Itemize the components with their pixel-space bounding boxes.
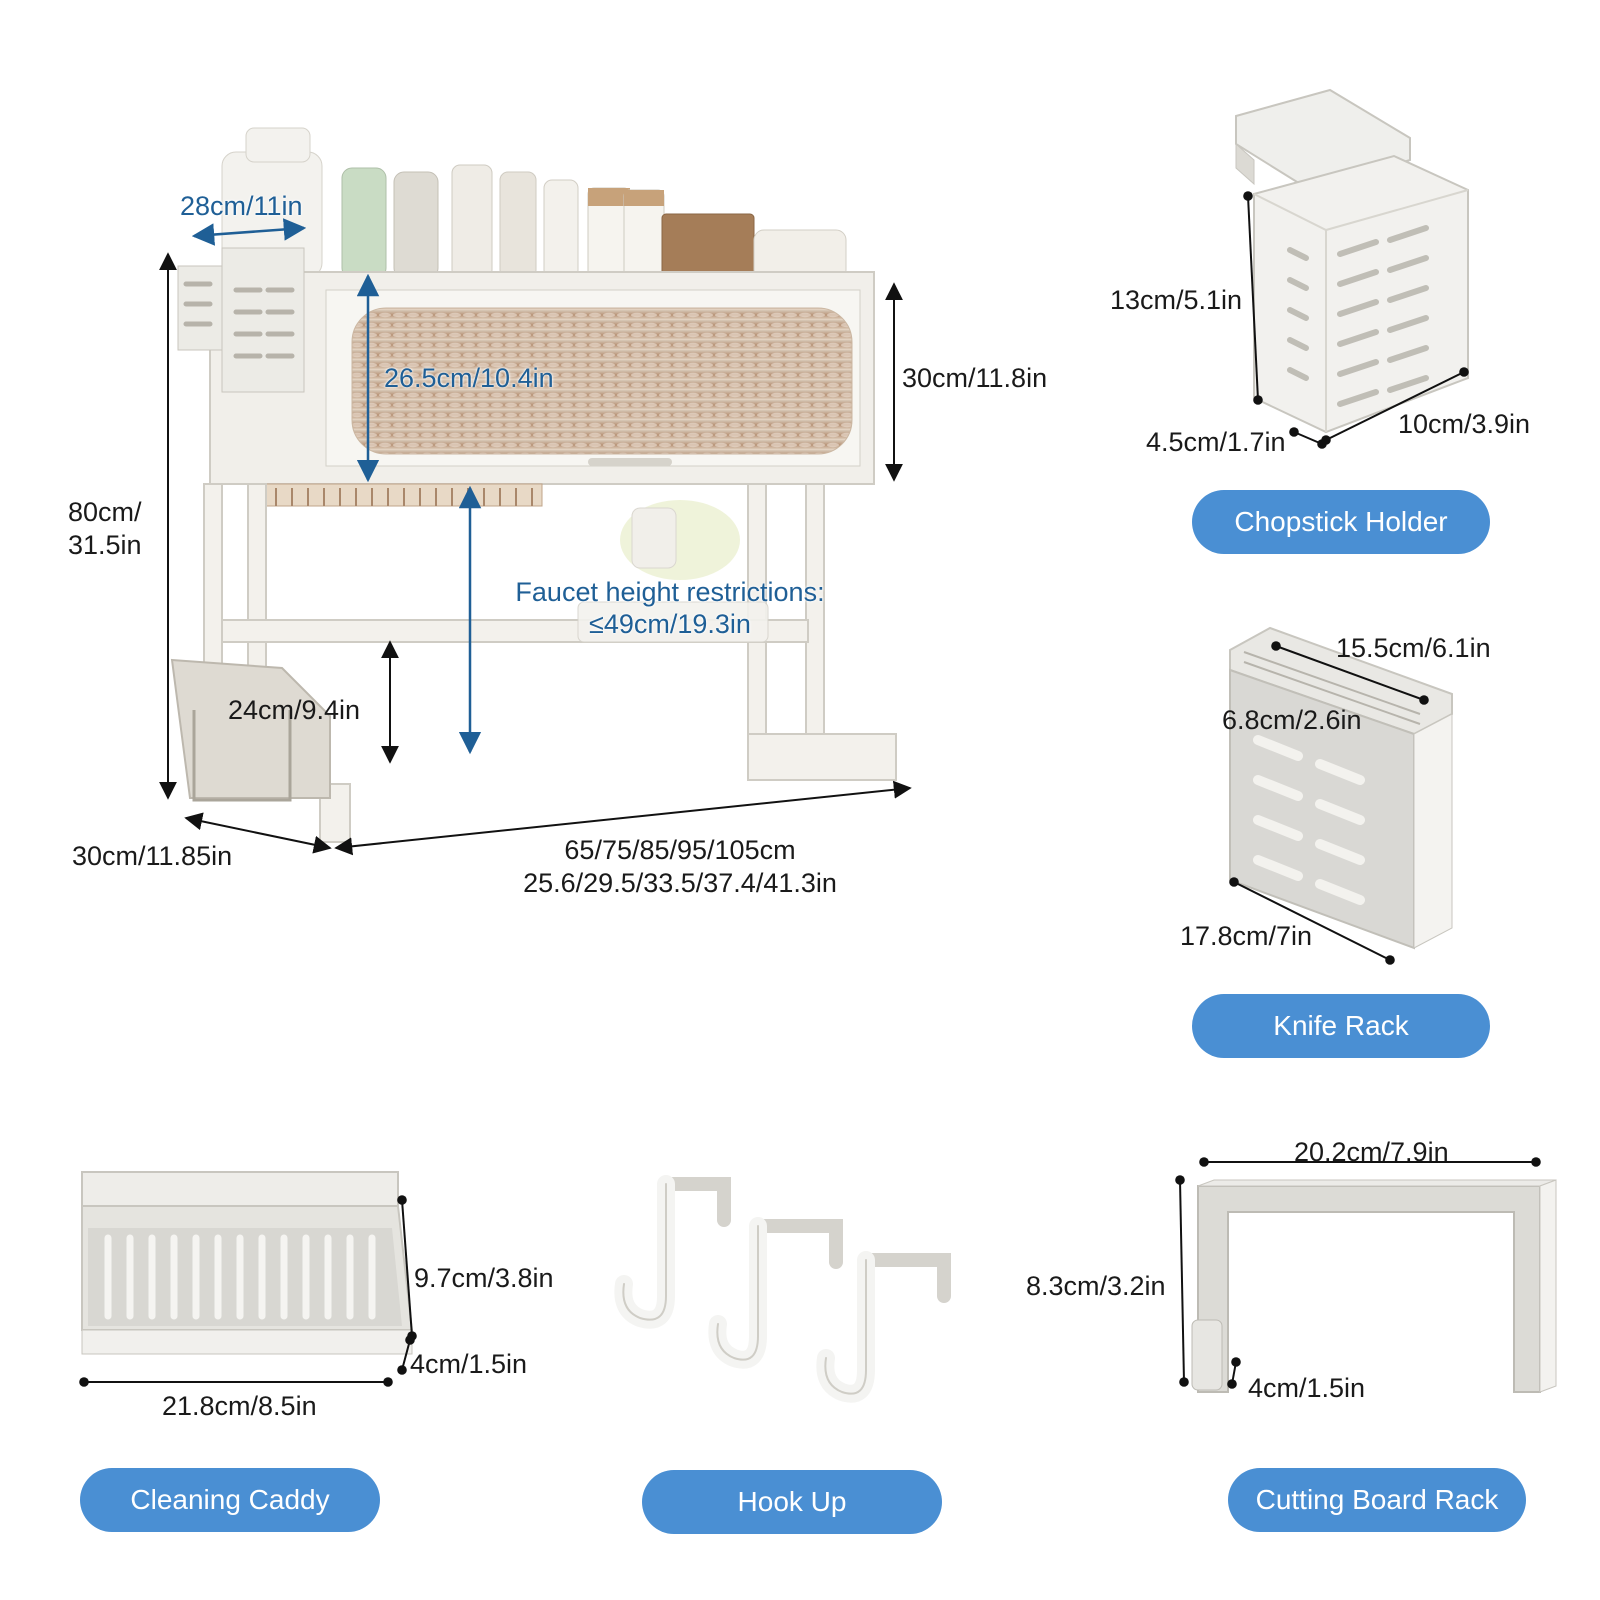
- width-arrow: [334, 780, 912, 856]
- hooks-illustration: [614, 1175, 951, 1403]
- label-knife-width: 15.5cm/6.1in: [1336, 633, 1491, 663]
- label-board-rack-width: 20.2cm/7.9in: [1294, 1137, 1449, 1167]
- cutting-board-rack-illustration: [1175, 1157, 1557, 1393]
- label-inner-height: 26.5cm/10.4in: [384, 363, 554, 393]
- cleaning-caddy-button[interactable]: Cleaning Caddy: [80, 1468, 380, 1532]
- label-total-height: 80cm/ 31.5in: [68, 496, 142, 562]
- chopstick-holder-button[interactable]: Chopstick Holder: [1192, 490, 1490, 554]
- label-caddy-height: 9.7cm/3.8in: [414, 1263, 554, 1293]
- label-board-rack-depth: 4cm/1.5in: [1248, 1373, 1366, 1403]
- dish-basket: [265, 483, 543, 507]
- label-top-depth: 28cm/11in: [180, 191, 303, 221]
- cutting-board-rack-button[interactable]: Cutting Board Rack: [1228, 1468, 1526, 1532]
- label-total-height-in: 31.5in: [68, 530, 142, 560]
- top-depth-arrow: [191, 218, 307, 246]
- label-cabinet-height: 30cm/11.8in: [902, 363, 1048, 393]
- label-bottom-clearance: 24cm/9.4in: [228, 695, 361, 725]
- label-rack-width-in: 25.6/29.5/33.5/37.4/41.3in: [523, 868, 837, 898]
- door-handle: [588, 458, 672, 466]
- main-rack-illustration: [159, 127, 912, 856]
- bottom-depth-arrow: [184, 812, 332, 854]
- knife-rack-button[interactable]: Knife Rack: [1192, 994, 1490, 1058]
- label-faucet-restriction: Faucet height restrictions: ≤49cm/19.3in: [480, 576, 860, 640]
- label-rack-width-cm: 65/75/85/95/105cm: [564, 835, 796, 865]
- label-total-height-cm: 80cm/: [68, 497, 142, 527]
- label-knife-height: 17.8cm/7in: [1180, 921, 1313, 951]
- label-caddy-width: 21.8cm/8.5in: [162, 1391, 317, 1421]
- faucet-blur: [577, 500, 769, 643]
- attached-chopstick-holder: [177, 247, 305, 393]
- cutting-board-on-rack: [170, 658, 331, 802]
- label-rack-width: 65/75/85/95/105cm 25.6/29.5/33.5/37.4/41…: [480, 834, 880, 900]
- hook-up-button[interactable]: Hook Up: [642, 1470, 942, 1534]
- fluted-glass-door: [351, 307, 853, 455]
- label-bottom-depth: 30cm/11.85in: [72, 841, 233, 871]
- label-caddy-depth: 4cm/1.5in: [410, 1349, 528, 1379]
- label-chopstick-width: 10cm/3.9in: [1398, 409, 1531, 439]
- chopstick-holder-illustration: [1235, 88, 1469, 449]
- label-chopstick-depth: 4.5cm/1.7in: [1146, 427, 1286, 457]
- label-knife-depth: 6.8cm/2.6in: [1222, 705, 1362, 735]
- label-chopstick-height: 13cm/5.1in: [1110, 285, 1243, 315]
- knife-rack-illustration: [1229, 626, 1453, 965]
- label-board-rack-height: 8.3cm/3.2in: [1026, 1271, 1166, 1301]
- top-shelf-items: [221, 127, 847, 281]
- cleaning-caddy-illustration: [79, 1171, 417, 1387]
- label-faucet-line2: ≤49cm/19.3in: [589, 609, 751, 639]
- label-faucet-line1: Faucet height restrictions:: [515, 577, 825, 607]
